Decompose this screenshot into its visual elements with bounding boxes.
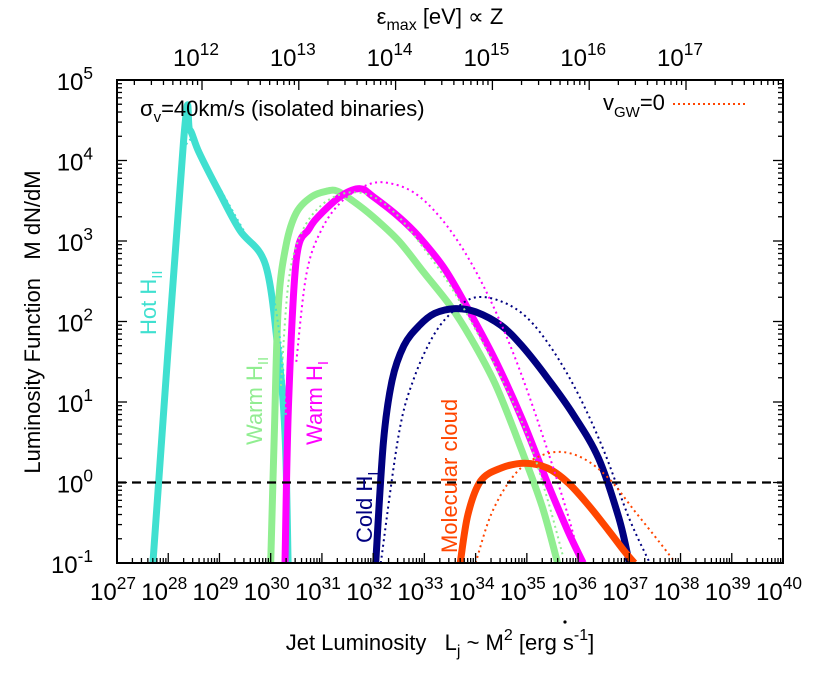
tick-label: 1016 (560, 39, 606, 72)
tick-label: 1030 (244, 573, 290, 606)
series-cold-h-i (372, 305, 633, 563)
series-molecular-cloud (456, 459, 638, 563)
series-warm-h-i-v-gw-0 (295, 181, 582, 563)
label-hot-hii: Hot HII (136, 270, 166, 335)
tick-label: 1036 (551, 573, 597, 606)
label-molecular-cloud: Molecular cloud (437, 399, 462, 553)
y-axis-title: Luminosity Function M dN/dM (20, 170, 45, 473)
legend: vGW=0 (603, 90, 748, 121)
tick-label: 101 (57, 385, 93, 418)
tick-label: 1027 (90, 573, 136, 606)
tick-label: 1014 (367, 39, 413, 72)
tick-label: 1037 (602, 573, 648, 606)
tick-label: 102 (57, 305, 93, 338)
tick-label: 1038 (654, 573, 700, 606)
tick-label: 1034 (449, 573, 495, 606)
label-warm-hii: Warm HII (242, 357, 272, 445)
tick-label: 1039 (705, 573, 751, 606)
series-molecular-cloud-v-gw-0 (474, 450, 677, 563)
tick-label: 105 (57, 63, 93, 96)
tick-label: 1029 (193, 573, 239, 606)
tick-label: 1028 (141, 573, 187, 606)
series-warm-h-ii-v-gw-0 (279, 191, 564, 556)
series-hot-h-ii (149, 101, 292, 563)
annotation-sigma: σv=40km/s (isolated binaries) (140, 96, 425, 126)
tick-label: 1033 (397, 573, 443, 606)
series-warm-h-i (281, 185, 587, 563)
series-warm-h-ii (267, 186, 561, 563)
tick-label: 1017 (657, 39, 703, 72)
legend-label-vgw: vGW=0 (603, 90, 665, 121)
y-tick-labels: 10-1 100 101 102 103 104 105 (51, 63, 93, 579)
curve-labels: Hot HII Warm HII Warm HI Cold HI Molecul… (136, 270, 462, 553)
tick-label: 1013 (270, 39, 316, 72)
axis-ticks (116, 79, 784, 564)
plot-curves (149, 101, 677, 563)
x-axis-title: Jet Luminosity Lj ~ M2 [erg s-1] (286, 627, 595, 660)
tick-label: 100 (57, 466, 93, 499)
mdot-dot-xlabel (563, 620, 567, 624)
tick-label: 1031 (295, 573, 341, 606)
tick-label: 1040 (756, 573, 802, 606)
tick-label: 104 (57, 144, 94, 177)
tick-label: 1015 (463, 39, 509, 72)
top-x-tick-labels: 1012 1013 1014 1015 1016 1017 (173, 39, 703, 72)
top-axis-title: εmax [eV] ∝ Z (377, 4, 504, 34)
tick-label: 10-1 (51, 546, 93, 579)
tick-label: 103 (57, 224, 93, 257)
tick-label: 1035 (500, 573, 546, 606)
tick-label: 1032 (346, 573, 392, 606)
label-warm-hi: Warm HI (302, 361, 332, 445)
tick-label: 1012 (173, 39, 219, 72)
